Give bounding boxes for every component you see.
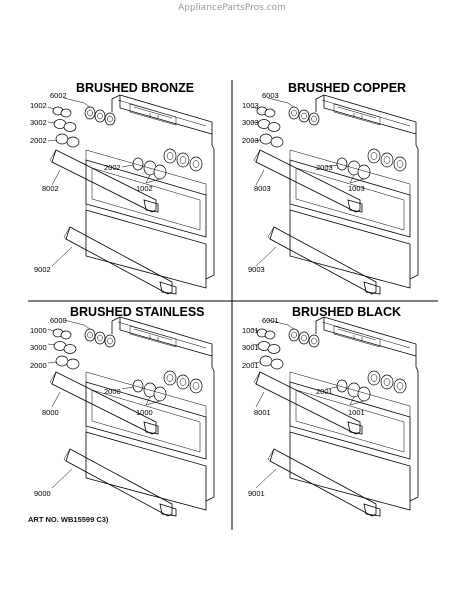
part-label: 3003 [242, 118, 259, 127]
art-number: ART NO. WB15599 C3) [28, 515, 109, 524]
part-label: 1001 [348, 408, 365, 417]
part-label: 2003 [242, 136, 259, 145]
part-label: 6000 [50, 316, 67, 325]
part-label: 9001 [248, 489, 265, 498]
part-label: 2003 [316, 163, 333, 172]
quadrant-brushed-copper [251, 94, 419, 295]
part-label: 9003 [248, 265, 265, 274]
part-label: 8002 [42, 184, 59, 193]
part-label: 1001 [242, 326, 259, 335]
part-label: 9000 [34, 489, 51, 498]
part-label: 1002 [136, 184, 153, 193]
title-brushed-copper: BRUSHED COPPER [288, 81, 406, 95]
part-label: 3002 [30, 118, 47, 127]
part-label: 1003 [348, 184, 365, 193]
part-label: 6002 [50, 91, 67, 100]
part-label: 2002 [30, 136, 47, 145]
part-label: 6001 [262, 316, 279, 325]
quadrant-brushed-bronze [47, 94, 215, 295]
part-label: 1000 [136, 408, 153, 417]
title-brushed-bronze: BRUSHED BRONZE [76, 81, 194, 95]
part-label: 1000 [30, 326, 47, 335]
quadrant-brushed-black [251, 316, 419, 517]
part-label: 8000 [42, 408, 59, 417]
part-label: 2002 [104, 163, 121, 172]
part-label: 9002 [34, 265, 51, 274]
part-label: 2000 [104, 387, 121, 396]
title-brushed-stainless: BRUSHED STAINLESS [70, 305, 205, 319]
part-label: 2000 [30, 361, 47, 370]
part-label: 3001 [242, 343, 259, 352]
part-label: 3000 [30, 343, 47, 352]
part-label: 1003 [242, 101, 259, 110]
part-label: 2001 [242, 361, 259, 370]
watermark: AppliancePartsPros.com [178, 3, 286, 13]
quadrant-brushed-stainless [47, 316, 215, 517]
title-brushed-black: BRUSHED BLACK [292, 305, 401, 319]
part-label: 8003 [254, 184, 271, 193]
part-label: 1002 [30, 101, 47, 110]
part-label: 6003 [262, 91, 279, 100]
part-label: 8001 [254, 408, 271, 417]
part-label: 2001 [316, 387, 333, 396]
